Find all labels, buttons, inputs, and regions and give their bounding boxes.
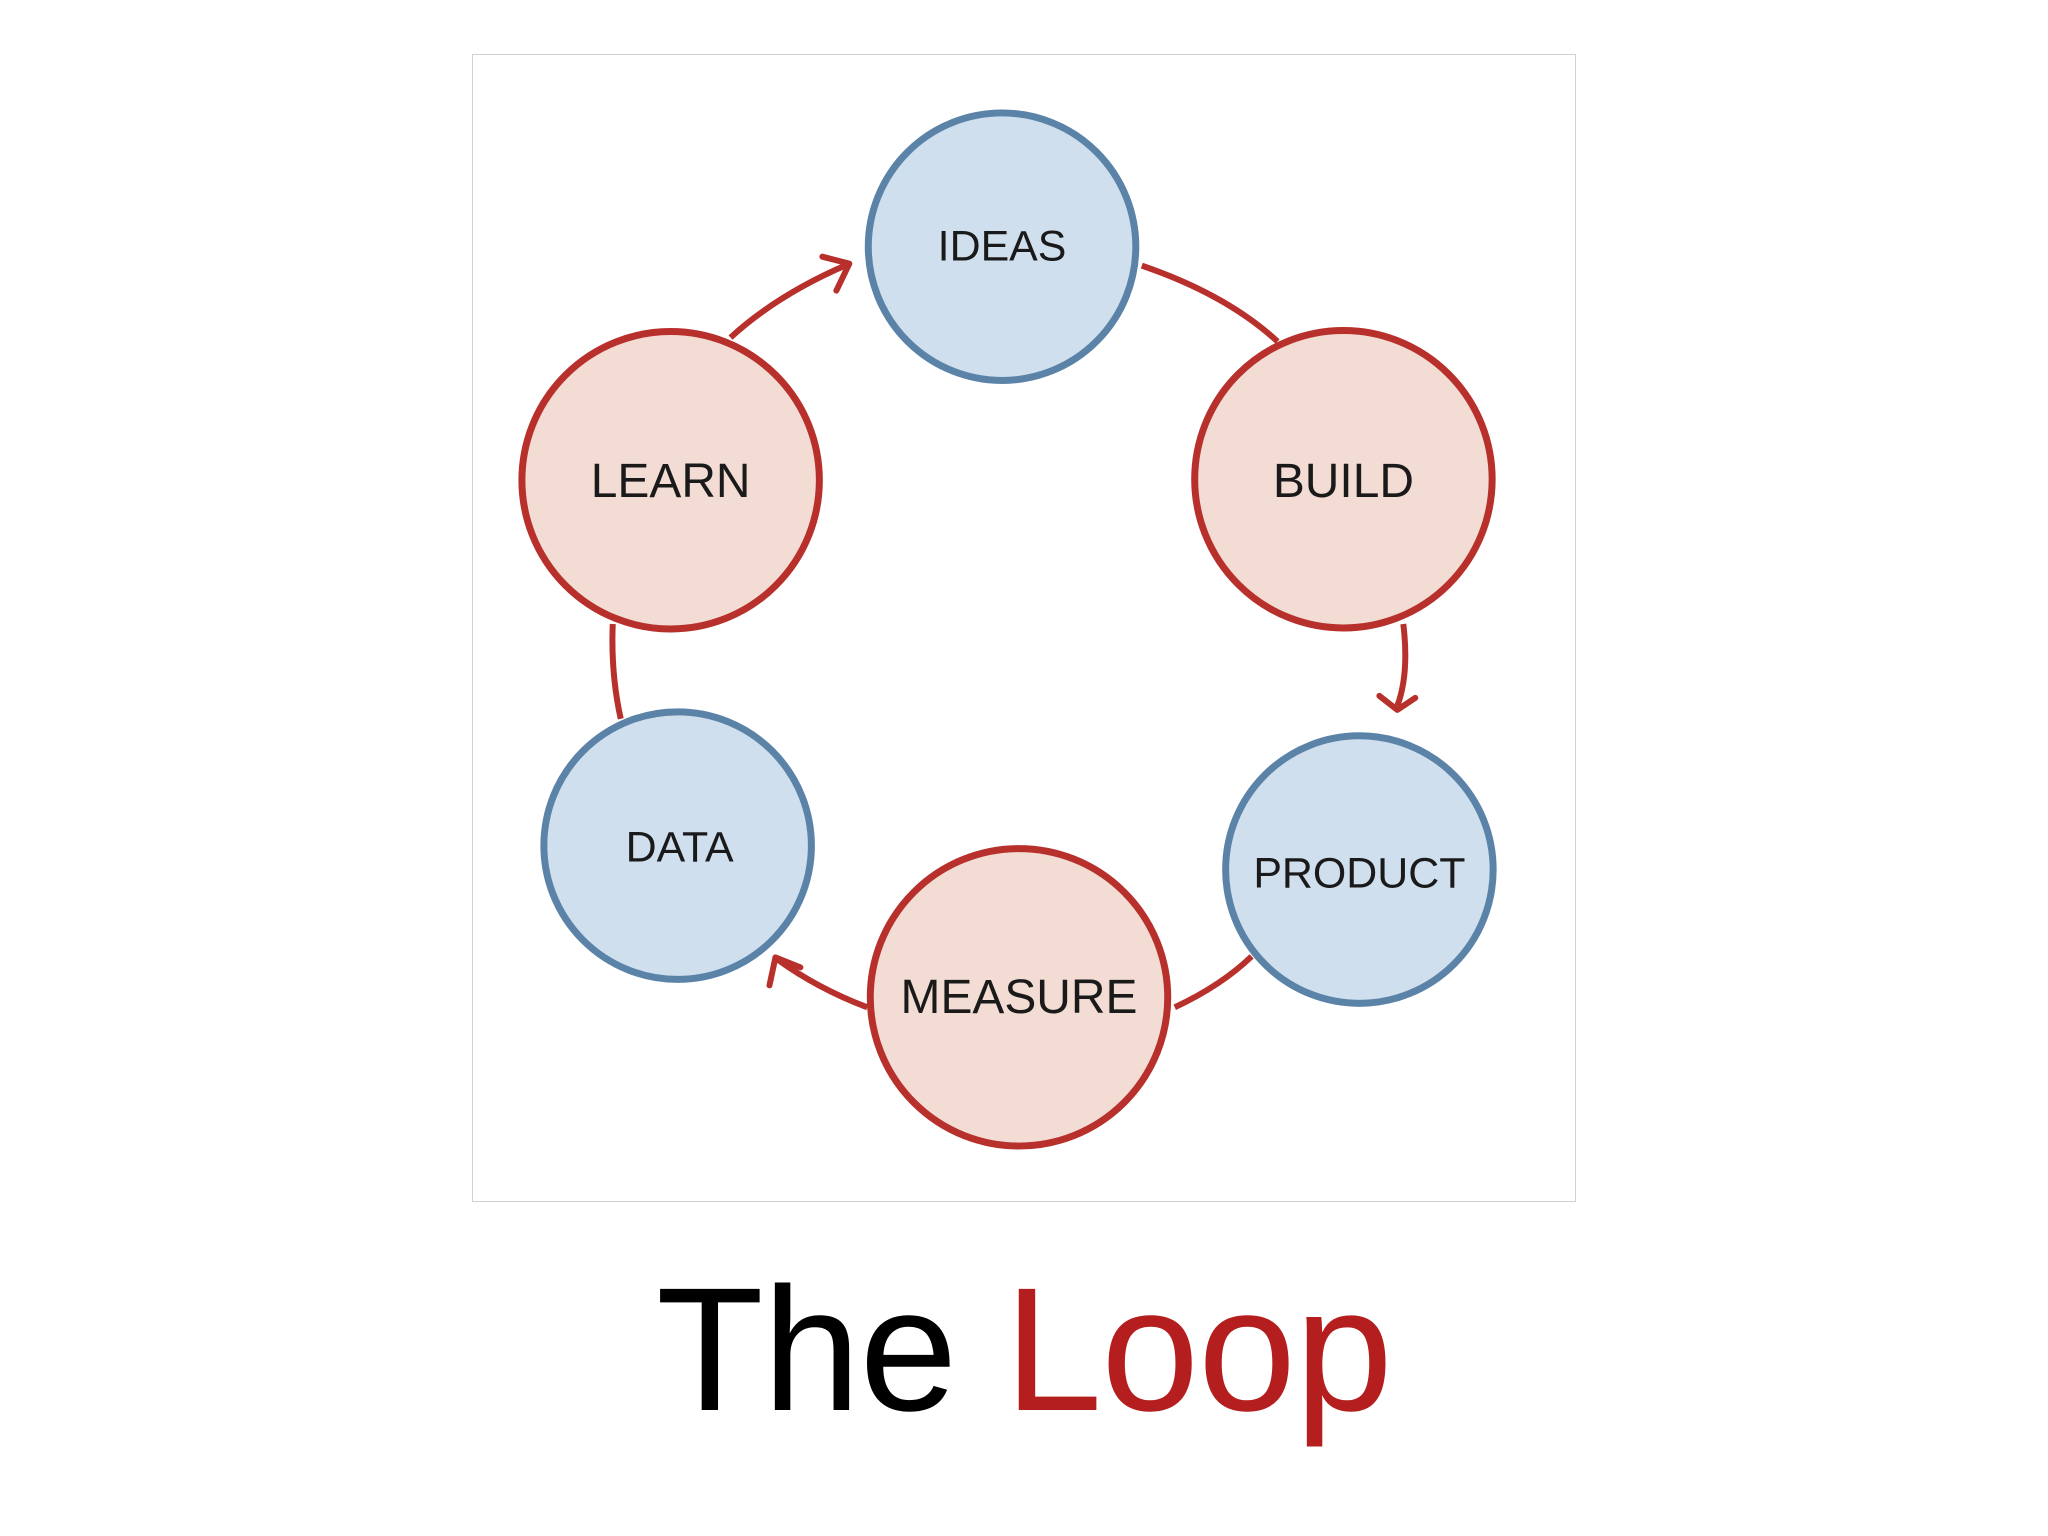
node-learn: LEARN — [518, 328, 823, 633]
node-data: DATA — [540, 708, 815, 983]
arrowhead-ideas — [819, 253, 853, 294]
edge-learn-ideas — [728, 261, 849, 340]
node-product: PRODUCT — [1222, 732, 1497, 1007]
loop-diagram: IDEAS BUILD PRODUCT MEASURE DATA LEARN — [518, 109, 1497, 1150]
title-word-the: The — [656, 1252, 957, 1448]
node-label-measure: MEASURE — [901, 971, 1138, 1024]
edge-product-measure — [1173, 954, 1254, 1011]
title-word-loop: Loop — [1004, 1252, 1393, 1448]
arrowhead-product — [1376, 692, 1419, 713]
node-label-data: DATA — [626, 824, 734, 872]
edge-build-product — [1394, 623, 1409, 707]
node-label-ideas: IDEAS — [938, 223, 1067, 271]
edge-ideas-build — [1140, 262, 1280, 344]
node-label-product: PRODUCT — [1253, 850, 1465, 898]
arrowhead-data — [766, 954, 804, 989]
node-ideas: IDEAS — [864, 109, 1140, 384]
node-build: BUILD — [1191, 327, 1496, 632]
edge-measure-data — [775, 956, 869, 1011]
diagram-frame: IDEAS BUILD PRODUCT MEASURE DATA LEARN — [472, 54, 1576, 1202]
node-label-build: BUILD — [1273, 455, 1414, 508]
edge-data-learn — [609, 623, 624, 720]
slide-title: The Loop — [0, 1262, 2048, 1438]
node-label-learn: LEARN — [591, 455, 751, 508]
node-measure: MEASURE — [866, 845, 1172, 1150]
